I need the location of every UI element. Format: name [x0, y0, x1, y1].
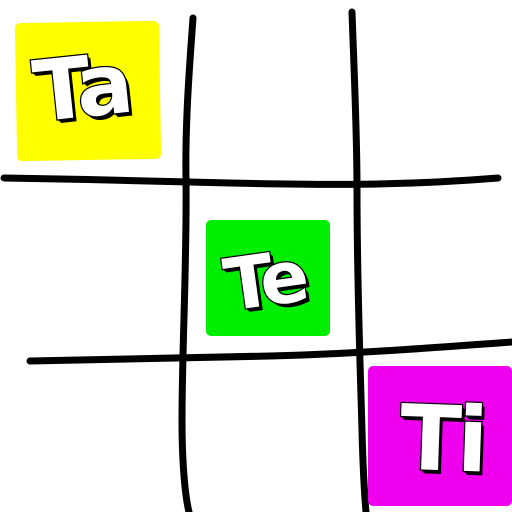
cell-1-1-tile[interactable]: Te — [206, 220, 330, 336]
grid-line-horizontal-bottom — [26, 338, 512, 365]
grid-line-vertical-left — [178, 14, 197, 512]
cell-0-0-text: Ta — [28, 33, 135, 143]
cell-2-2-tile[interactable]: Ti — [368, 366, 512, 506]
cell-0-0-tile[interactable]: Ta — [14, 20, 162, 162]
grid-line-horizontal-top — [0, 174, 502, 188]
cell-2-2-text: Ti — [397, 384, 487, 494]
cell-1-1-text: Te — [217, 232, 311, 329]
grid-line-vertical-right — [348, 8, 370, 512]
